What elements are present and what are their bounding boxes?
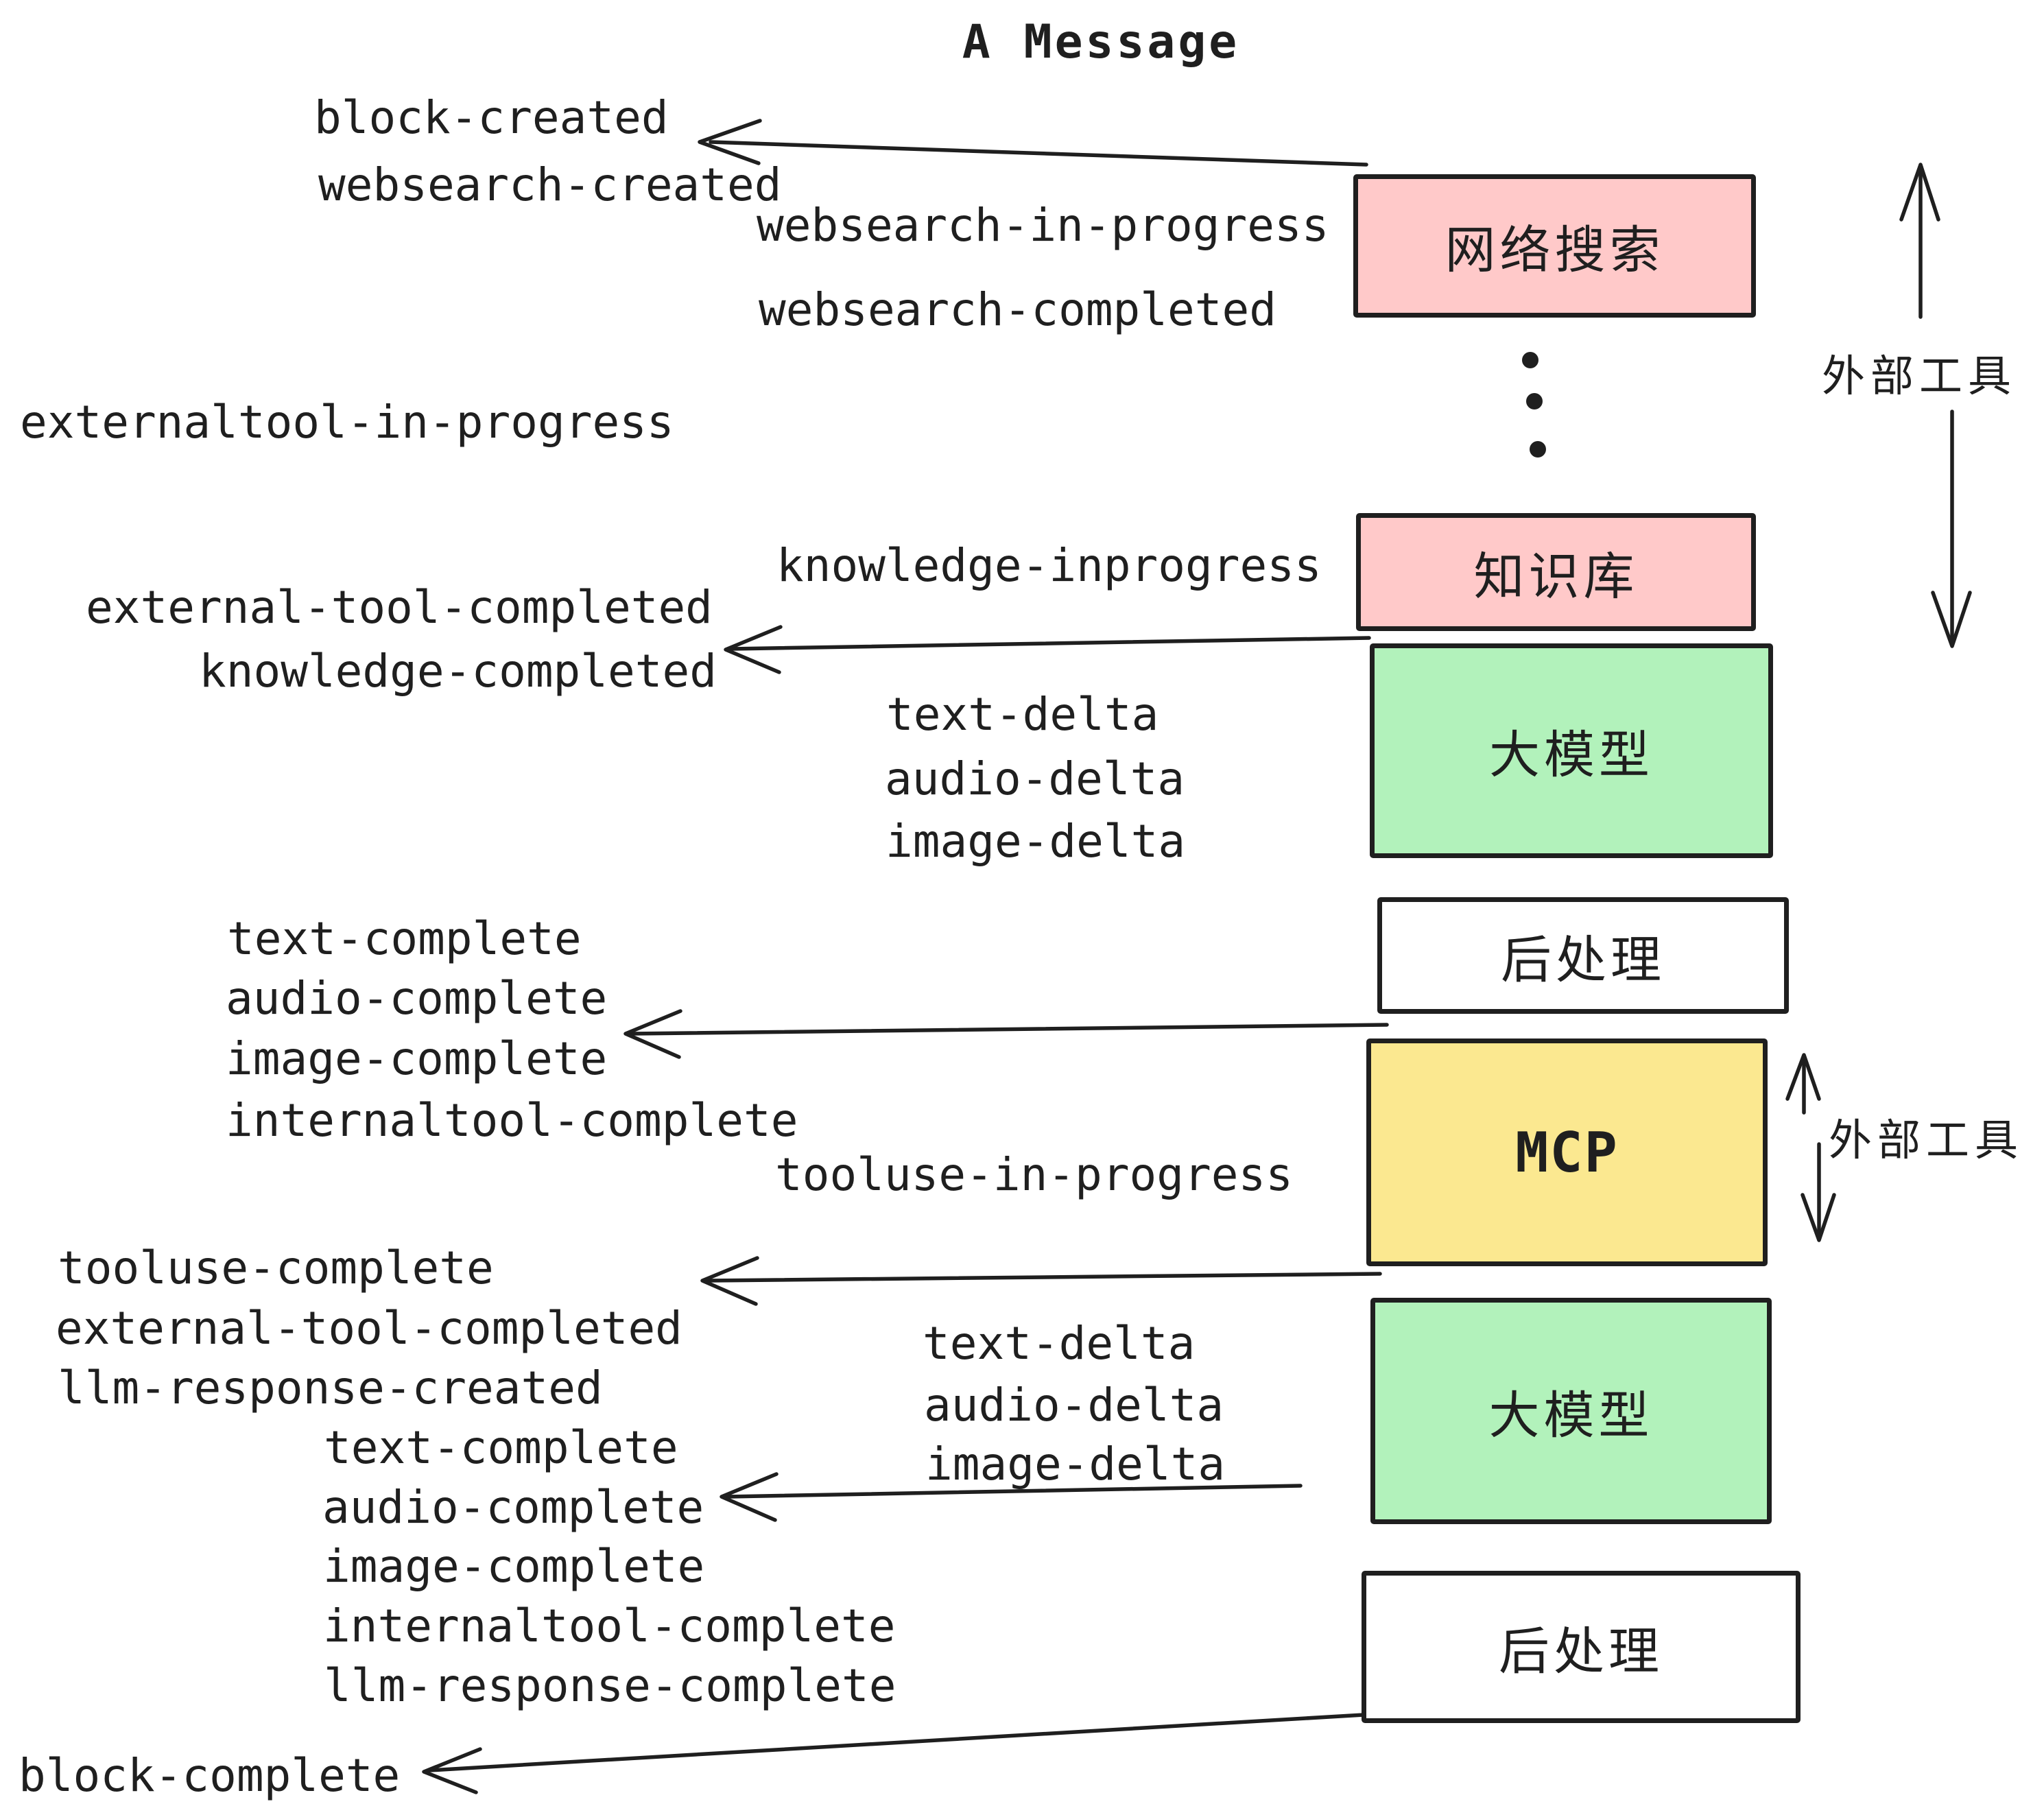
diagram-title: A Message bbox=[962, 15, 1240, 69]
box-post-process-1-label: 后处理 bbox=[1501, 930, 1665, 990]
external-tools-annotation-mcp: 外部工具 bbox=[1829, 1115, 2023, 1165]
event-knowledge-inprogress: knowledge-inprogress bbox=[776, 539, 1322, 592]
event-knowledge-completed: knowledge-completed bbox=[199, 645, 717, 698]
event-audio-complete-2: audio-complete bbox=[322, 1481, 704, 1534]
box-post-process-2: 后处理 bbox=[1362, 1571, 1801, 1723]
box-web-search-label: 网络搜索 bbox=[1445, 221, 1665, 280]
mcp-external-tools-down-arrow bbox=[1801, 1142, 1836, 1242]
event-audio-delta: audio-delta bbox=[885, 752, 1185, 805]
arrow-internal-complete bbox=[623, 1009, 1389, 1059]
event-websearch-in-progress: websearch-in-progress bbox=[757, 199, 1329, 252]
event-llm-response-complete: llm-response-complete bbox=[324, 1659, 896, 1712]
event-internaltool-complete: internaltool-complete bbox=[226, 1094, 798, 1147]
box-mcp: MCP bbox=[1366, 1039, 1768, 1266]
arrow-llm-response-complete bbox=[720, 1472, 1303, 1522]
box-knowledge-base: 知识库 bbox=[1356, 513, 1756, 631]
event-audio-complete: audio-complete bbox=[226, 972, 608, 1025]
event-block-created: block-created bbox=[314, 91, 669, 144]
event-image-delta-2: image-delta bbox=[925, 1438, 1226, 1491]
arrow-block-complete bbox=[422, 1713, 1366, 1794]
event-image-delta: image-delta bbox=[886, 815, 1186, 868]
event-tooluse-complete: tooluse-complete bbox=[58, 1242, 494, 1294]
event-text-complete-2: text-complete bbox=[324, 1421, 678, 1474]
box-web-search: 网络搜索 bbox=[1353, 174, 1756, 318]
external-tools-down-arrow bbox=[1931, 410, 1972, 648]
box-knowledge-base-label: 知识库 bbox=[1473, 547, 1639, 606]
box-mcp-label: MCP bbox=[1515, 1120, 1619, 1185]
event-external-tool-completed: external-tool-completed bbox=[86, 581, 713, 634]
event-image-complete-2: image-complete bbox=[323, 1540, 705, 1593]
event-websearch-completed: websearch-completed bbox=[759, 283, 1276, 336]
box-llm-2-label: 大模型 bbox=[1488, 1386, 1654, 1445]
event-audio-delta-2: audio-delta bbox=[924, 1379, 1224, 1432]
box-post-process-2-label: 后处理 bbox=[1499, 1622, 1663, 1681]
arrow-tooluse-complete bbox=[700, 1256, 1382, 1306]
event-text-delta-2: text-delta bbox=[923, 1317, 1196, 1370]
event-image-complete: image-complete bbox=[226, 1032, 608, 1085]
more-tools-ellipsis-icon bbox=[1522, 352, 1546, 458]
event-llm-response-created: llm-response-created bbox=[58, 1362, 603, 1414]
arrow-block-created bbox=[698, 119, 1368, 167]
external-tools-annotation-top: 外部工具 bbox=[1822, 351, 2017, 401]
event-internaltool-complete-2: internaltool-complete bbox=[323, 1600, 896, 1652]
event-tooluse-in-progress: tooluse-in-progress bbox=[775, 1148, 1293, 1201]
event-websearch-created: websearch-created bbox=[318, 158, 782, 211]
box-llm-1-label: 大模型 bbox=[1489, 726, 1654, 785]
event-text-complete: text-complete bbox=[227, 912, 582, 965]
arrow-knowledge-completed bbox=[724, 625, 1371, 674]
event-text-delta: text-delta bbox=[886, 688, 1159, 741]
event-externaltool-in-progress: externaltool-in-progress bbox=[20, 396, 674, 449]
box-llm-2: 大模型 bbox=[1370, 1298, 1772, 1524]
event-external-tool-completed-2: external-tool-completed bbox=[56, 1302, 682, 1355]
external-tools-up-arrow bbox=[1899, 163, 1940, 319]
event-block-complete: block-complete bbox=[19, 1749, 401, 1802]
box-post-process-1: 后处理 bbox=[1377, 897, 1789, 1014]
box-llm-1: 大模型 bbox=[1370, 643, 1773, 858]
mcp-external-tools-up-arrow bbox=[1785, 1053, 1821, 1115]
